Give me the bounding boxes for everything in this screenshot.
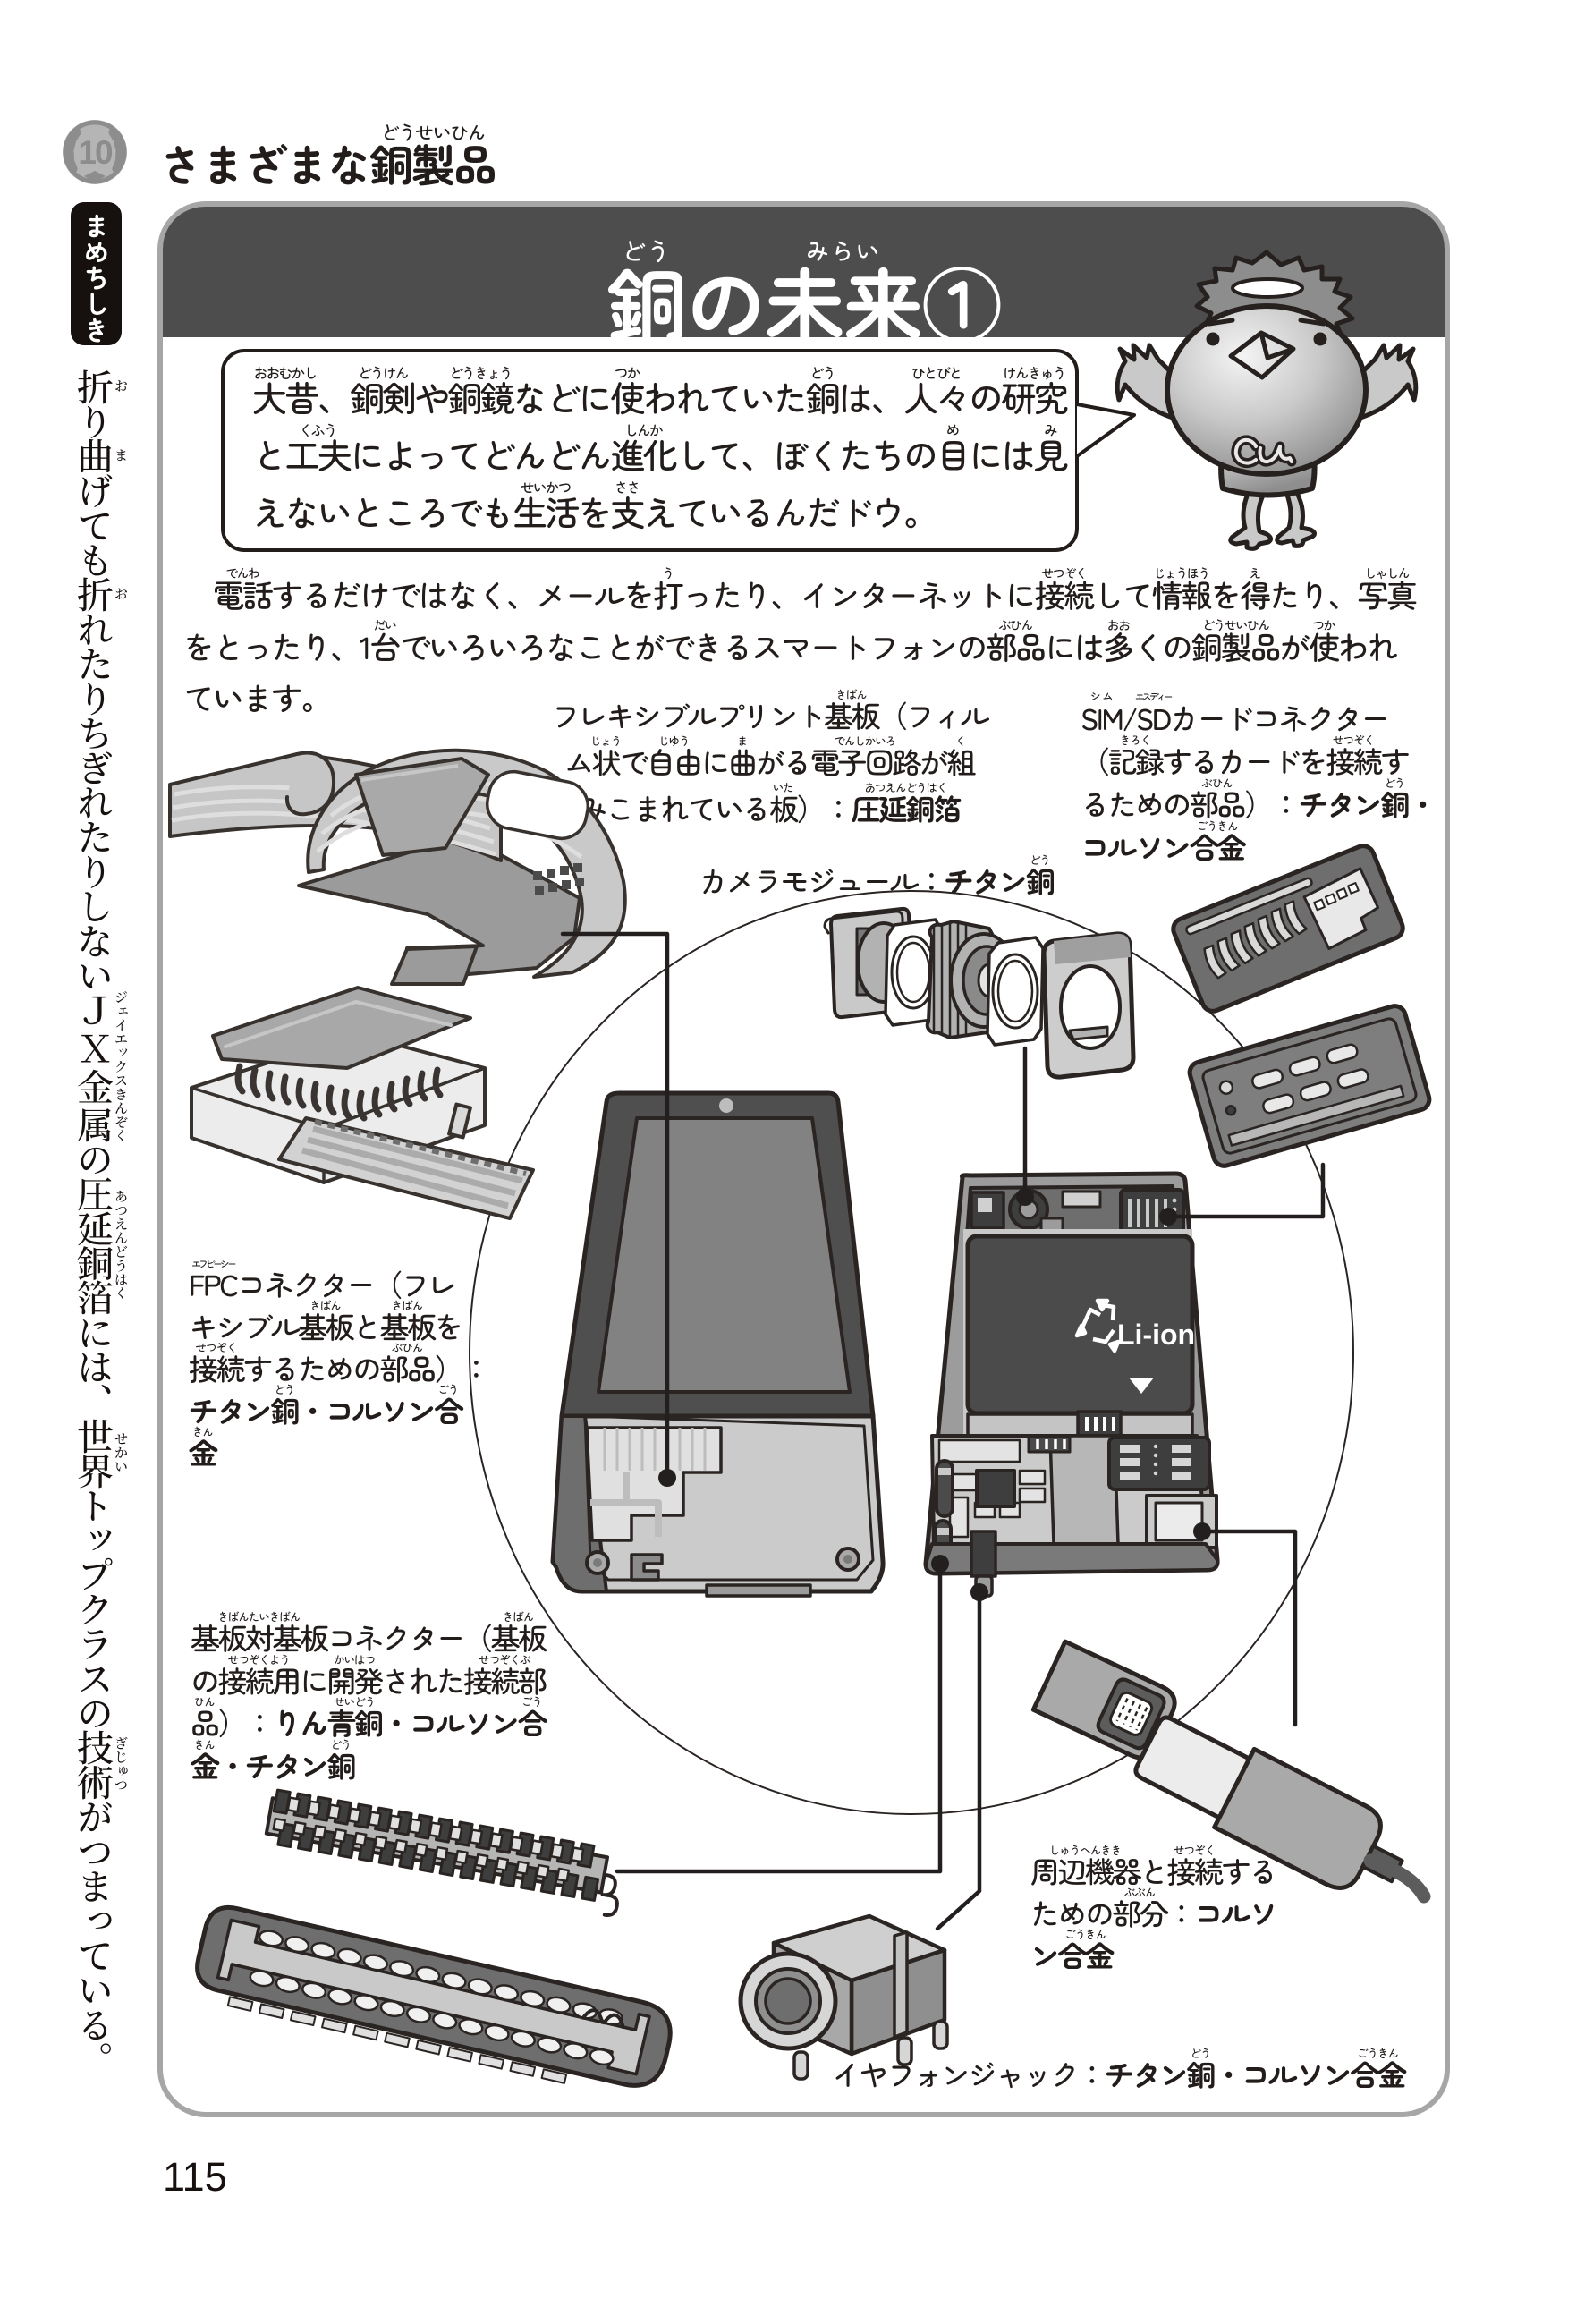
svg-text:10: 10 (78, 134, 113, 171)
svg-text:Li-ion: Li-ion (1117, 1319, 1195, 1351)
